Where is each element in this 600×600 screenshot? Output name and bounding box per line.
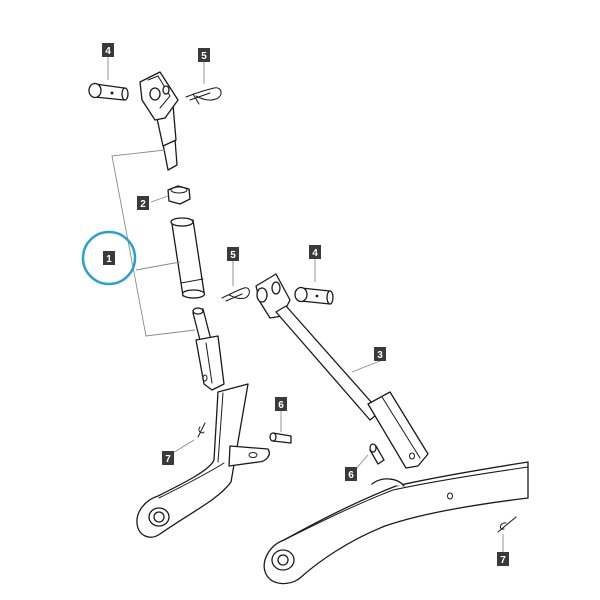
svg-text:7: 7 — [165, 454, 171, 465]
callout-4-top: 4 — [102, 43, 114, 57]
svg-text:5: 5 — [201, 51, 207, 62]
callout-3: 3 — [374, 347, 386, 361]
hex-nut — [167, 185, 191, 205]
callout-5-right: 5 — [227, 247, 239, 261]
assembly-bracket — [111, 149, 196, 337]
svg-text:2: 2 — [140, 199, 146, 210]
callout-7-right: 7 — [497, 552, 509, 566]
clevis-pin-top — [88, 82, 129, 101]
svg-text:6: 6 — [348, 470, 354, 481]
r-clip-top — [185, 87, 222, 105]
clevis-pin-right — [294, 286, 334, 305]
callout-6-left: 6 — [275, 397, 287, 411]
svg-text:1: 1 — [106, 254, 112, 265]
svg-text:7: 7 — [500, 555, 506, 566]
callout-4-right: 4 — [309, 245, 321, 259]
svg-text:4: 4 — [105, 46, 111, 57]
turnbuckle-tube — [170, 217, 206, 299]
callout-6-right: 6 — [345, 467, 357, 481]
svg-text:5: 5 — [230, 250, 236, 261]
right-lift-arm — [263, 461, 529, 585]
callout-2: 2 — [137, 196, 149, 210]
pin-right — [369, 443, 385, 465]
top-yoke — [139, 71, 179, 171]
svg-text:6: 6 — [278, 400, 284, 411]
svg-text:4: 4 — [312, 248, 318, 259]
lynch-pin-left — [197, 422, 206, 438]
lift-rod — [255, 273, 429, 469]
callout-1: 1 — [103, 251, 115, 265]
leader-lines — [107, 57, 504, 552]
lower-yoke — [192, 307, 225, 391]
lynch-pin-right — [497, 516, 517, 533]
callout-7-left: 7 — [162, 451, 174, 465]
highlight-ring — [81, 230, 137, 286]
r-clip-right — [221, 287, 250, 302]
svg-text:3: 3 — [377, 350, 383, 361]
pin-left — [269, 432, 292, 444]
left-lift-arm — [136, 383, 270, 538]
callout-5-top: 5 — [198, 48, 210, 62]
